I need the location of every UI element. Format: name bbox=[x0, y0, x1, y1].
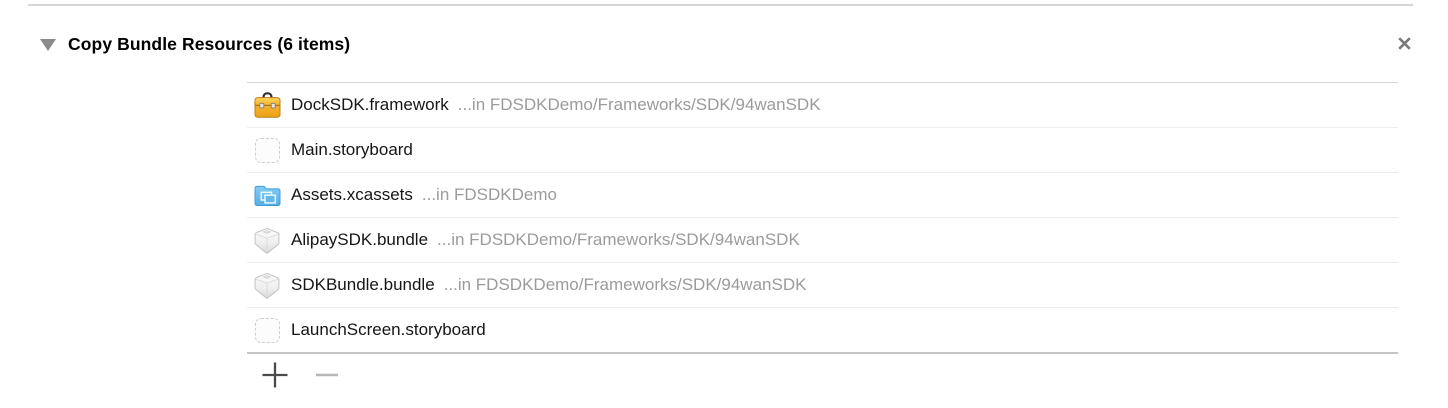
file-path: ...in FDSDKDemo/Frameworks/SDK/94wanSDK bbox=[437, 230, 800, 249]
placeholder-icon bbox=[252, 316, 282, 344]
table-row[interactable]: SDKBundle.bundle ...in FDSDKDemo/Framewor… bbox=[247, 263, 1398, 308]
framework-icon bbox=[252, 91, 282, 119]
file-name: SDKBundle.bundle bbox=[291, 275, 435, 294]
table-row[interactable]: Main.storyboard bbox=[247, 128, 1398, 173]
file-name: AlipaySDK.bundle bbox=[291, 230, 429, 249]
add-file-button[interactable] bbox=[259, 356, 291, 394]
bundle-icon bbox=[252, 271, 282, 299]
disclosure-triangle-icon[interactable] bbox=[40, 39, 56, 51]
table-row[interactable]: AlipaySDK.bundle ...in FDSDKDemo/Framewor… bbox=[247, 218, 1398, 263]
table-row[interactable]: DockSDK.framework ...in FDSDKDemo/Framewo… bbox=[247, 83, 1398, 128]
phase-title: Copy Bundle Resources (6 items) bbox=[68, 33, 351, 54]
close-icon bbox=[1397, 36, 1412, 51]
file-name: Assets.xcassets bbox=[291, 185, 413, 204]
file-name: Main.storyboard bbox=[291, 140, 413, 159]
close-phase-button[interactable] bbox=[1393, 32, 1415, 54]
section-divider bbox=[28, 4, 1413, 6]
file-path: ...in FDSDKDemo/Frameworks/SDK/94wanSDK bbox=[457, 95, 821, 114]
minus-icon bbox=[315, 372, 339, 378]
placeholder-icon bbox=[252, 136, 282, 164]
phase-header: Copy Bundle Resources (6 items) bbox=[40, 33, 350, 55]
file-name: DockSDK.framework bbox=[291, 95, 449, 114]
file-path: ...in FDSDKDemo/Frameworks/SDK/94wanSDK bbox=[443, 275, 807, 294]
xcassets-icon bbox=[252, 181, 282, 209]
table-row[interactable]: LaunchScreen.storyboard bbox=[247, 308, 1398, 352]
file-path: ...in FDSDKDemo bbox=[421, 185, 557, 204]
table-controls bbox=[259, 356, 343, 394]
plus-icon bbox=[261, 361, 289, 389]
remove-file-button[interactable] bbox=[311, 356, 343, 394]
bundle-icon bbox=[252, 226, 282, 254]
table-row[interactable]: Assets.xcassets ...in FDSDKDemo bbox=[247, 173, 1398, 218]
file-name: LaunchScreen.storyboard bbox=[291, 320, 486, 339]
file-table: DockSDK.framework ...in FDSDKDemo/Framewo… bbox=[247, 82, 1398, 354]
